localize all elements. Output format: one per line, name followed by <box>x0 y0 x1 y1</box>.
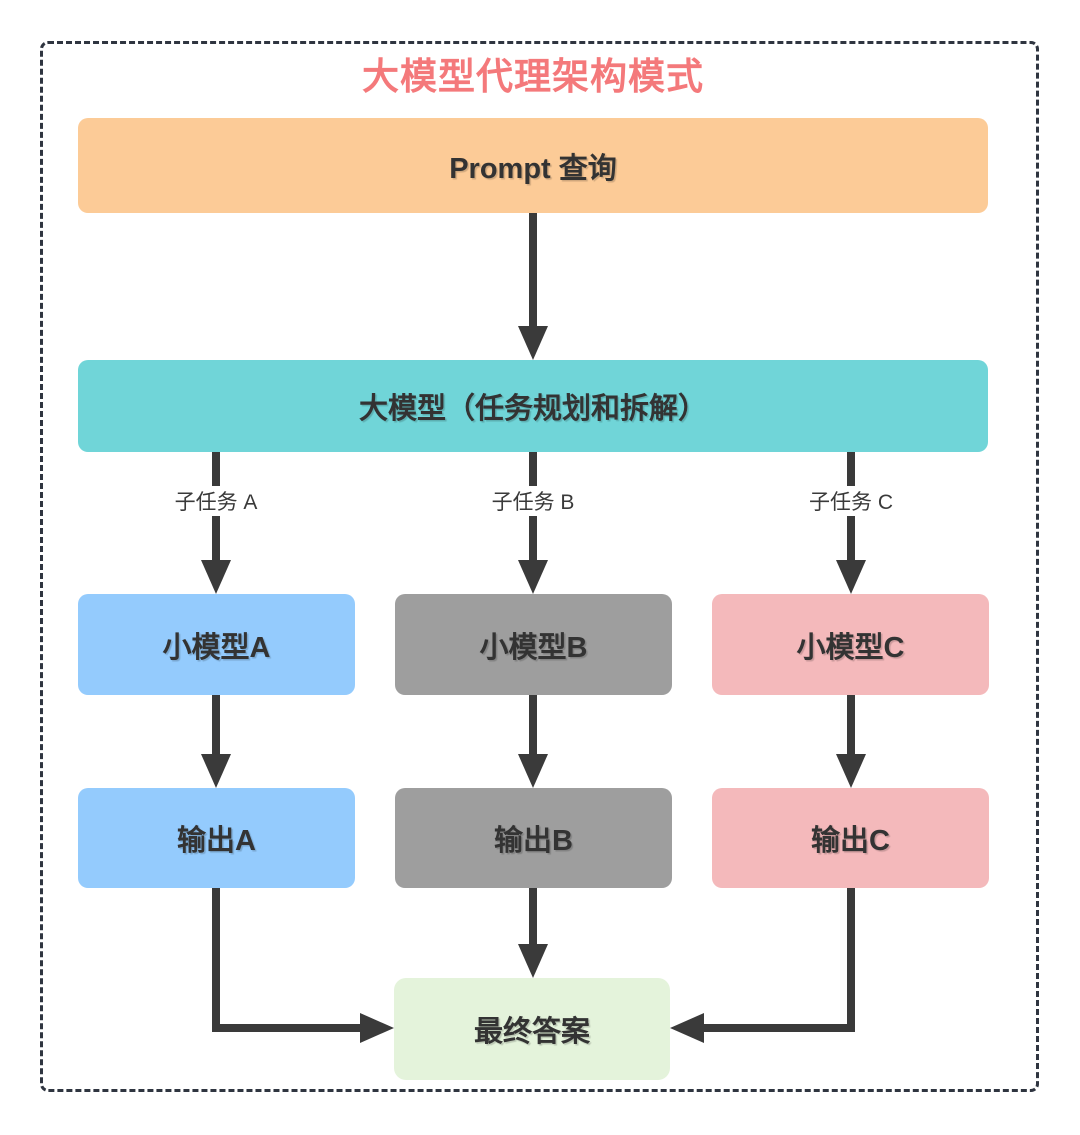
arrow-output-a-to-final-head <box>360 1013 394 1043</box>
diagram-title: 大模型代理架构模式 <box>362 56 704 97</box>
diagram-dashed-border <box>40 41 1039 1092</box>
node-small-model-a: 小模型A <box>78 594 355 695</box>
arrow-subtask-b-line-upper <box>529 452 537 486</box>
node-prompt-query: Prompt 查询 <box>78 118 988 213</box>
arrow-subtask-c-head <box>836 560 866 594</box>
arrow-subtask-a-line-upper <box>212 452 220 486</box>
arrow-output-b-to-final-head <box>518 944 548 978</box>
arrow-prompt-to-llm-line <box>529 213 537 327</box>
arrow-prompt-to-llm-head <box>518 326 548 360</box>
edge-label-subtask-a: 子任务 A <box>174 491 258 514</box>
node-small-model-c: 小模型C <box>712 594 989 695</box>
arrow-model-a-to-output-a-head <box>201 754 231 788</box>
arrow-subtask-a-line-lower <box>212 516 220 562</box>
arrow-output-c-to-final-vline <box>847 888 855 1032</box>
arrow-subtask-a-head <box>201 560 231 594</box>
edge-label-subtask-c: 子任务 C <box>809 491 893 514</box>
arrow-model-a-to-output-a-line <box>212 695 220 756</box>
node-small-model-b: 小模型B <box>395 594 672 695</box>
arrow-model-b-to-output-b-line <box>529 695 537 756</box>
arrow-subtask-c-line-lower <box>847 516 855 562</box>
arrow-model-c-to-output-c-line <box>847 695 855 756</box>
node-output-c: 输出C <box>712 788 989 888</box>
node-llm-planner: 大模型（任务规划和拆解） <box>78 360 988 452</box>
arrow-model-c-to-output-c-head <box>836 754 866 788</box>
arrow-output-a-to-final-vline <box>212 888 220 1032</box>
arrow-subtask-b-head <box>518 560 548 594</box>
arrow-output-b-to-final-line <box>529 888 537 946</box>
arrow-output-a-to-final-hline <box>212 1024 360 1032</box>
arrow-output-c-to-final-hline <box>704 1024 855 1032</box>
node-output-a: 输出A <box>78 788 355 888</box>
arrow-subtask-b-line-lower <box>529 516 537 562</box>
edge-label-subtask-b: 子任务 B <box>491 491 575 514</box>
node-final-answer: 最终答案 <box>394 978 670 1080</box>
node-output-b: 输出B <box>395 788 672 888</box>
arrow-model-b-to-output-b-head <box>518 754 548 788</box>
arrow-subtask-c-line-upper <box>847 452 855 486</box>
arrow-output-c-to-final-head <box>670 1013 704 1043</box>
